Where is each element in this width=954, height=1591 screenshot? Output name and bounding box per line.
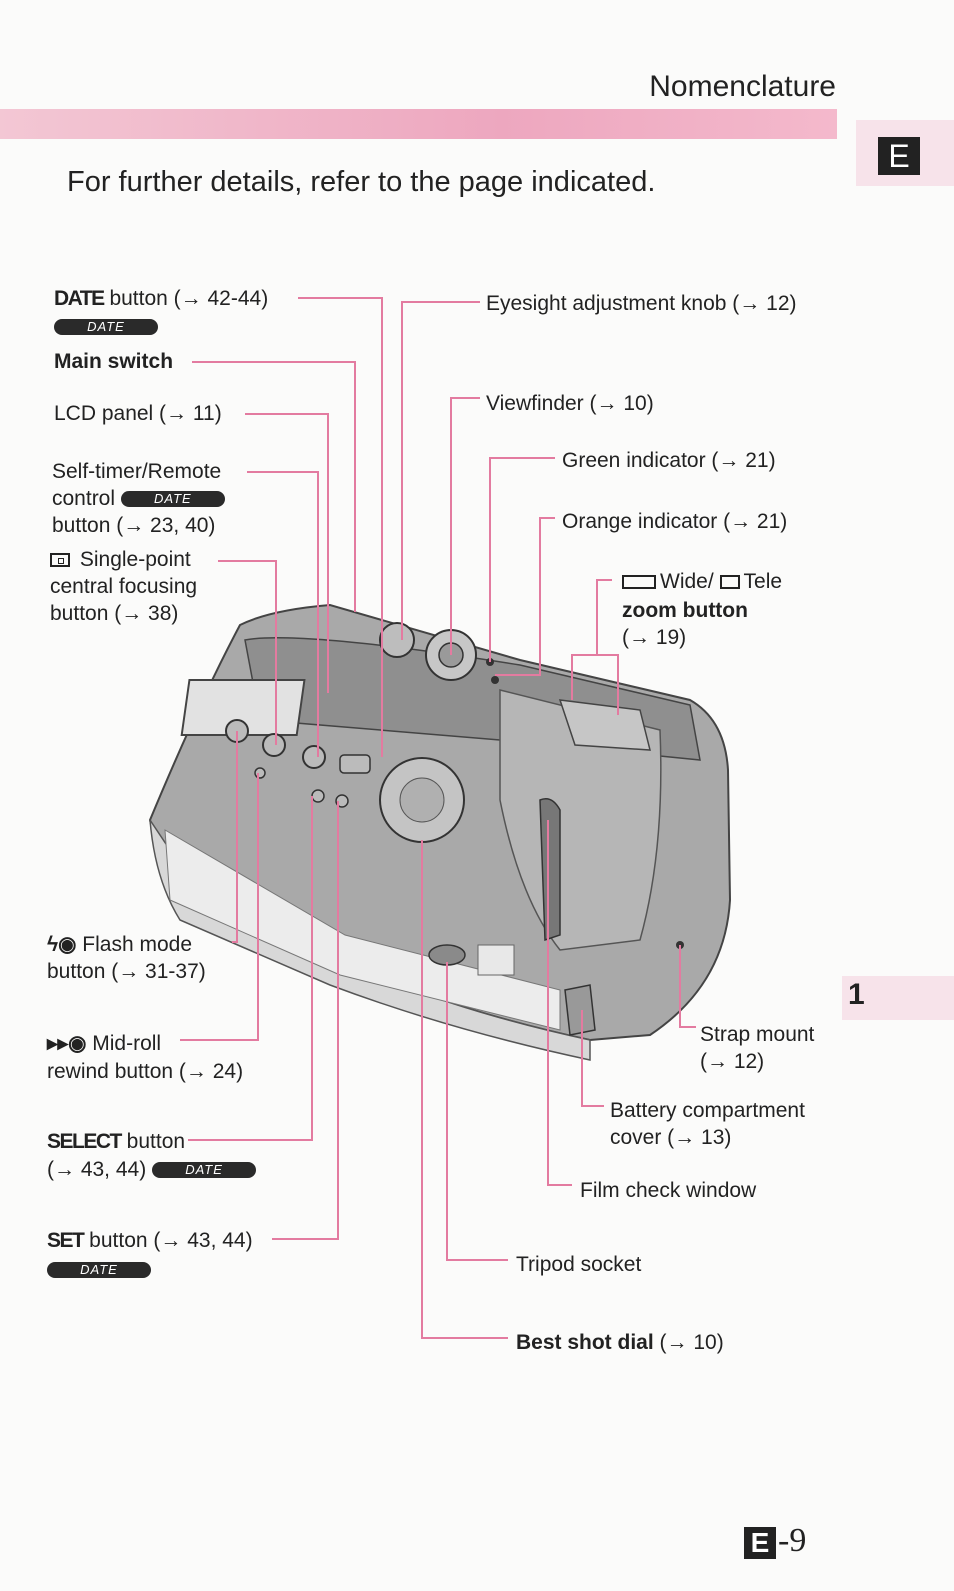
orange-indicator-label: Orange indicator (→ 21) bbox=[562, 510, 788, 533]
section-tab: E bbox=[878, 137, 920, 175]
select-button-text: button bbox=[120, 1130, 186, 1153]
single-point-line3: button (→ 38) bbox=[50, 602, 179, 625]
flash-icon: ϟ◉ bbox=[47, 933, 77, 956]
date-badge-pill: DATE bbox=[120, 491, 225, 508]
select-button-line1: SELECT button bbox=[47, 1128, 185, 1155]
battery-line2: cover (→ 13) bbox=[610, 1126, 732, 1149]
flash-mode-line1: ϟ◉ Flash mode bbox=[47, 931, 192, 958]
green-indicator-label: Green indicator (→ 21) bbox=[562, 449, 776, 472]
tele-icon bbox=[719, 575, 740, 590]
page-letter: E bbox=[744, 1527, 776, 1559]
chapter-tab bbox=[842, 976, 954, 1020]
wide-icon bbox=[622, 575, 656, 590]
page-number: -9 bbox=[778, 1522, 807, 1559]
strap-line2: (→ 12) bbox=[700, 1050, 765, 1073]
date-button-label: DATE button (→ 42-44) bbox=[54, 285, 268, 312]
film-check-label: Film check window bbox=[580, 1179, 757, 1202]
zoom-line1: Wide/ Tele bbox=[622, 568, 782, 595]
page-title: Nomenclature bbox=[649, 70, 836, 103]
select-button-line2: (→ 43, 44) DATE bbox=[47, 1156, 257, 1183]
focus-point-icon bbox=[50, 553, 70, 568]
select-button-ref: (→ 43, 44) bbox=[47, 1158, 147, 1181]
set-button-name: SET bbox=[47, 1229, 85, 1252]
date-badge-pill: DATE bbox=[54, 319, 158, 336]
intro-text: For further details, refer to the page i… bbox=[67, 166, 656, 198]
battery-line1: Battery compartment bbox=[610, 1099, 805, 1122]
single-point-line1: Single-point bbox=[50, 546, 191, 573]
eyesight-label: Eyesight adjustment knob (→ 12) bbox=[486, 292, 797, 315]
midroll-line2: rewind button (→ 24) bbox=[47, 1060, 244, 1083]
viewfinder-label: Viewfinder (→ 10) bbox=[486, 392, 654, 415]
best-shot-label: Best shot dial (→ 10) bbox=[516, 1329, 724, 1356]
set-button-line1: SET button (→ 43, 44) bbox=[47, 1227, 253, 1254]
tripod-label: Tripod socket bbox=[516, 1253, 642, 1276]
header-bar bbox=[0, 109, 837, 139]
midroll-line1: ▸▸◉ Mid-roll bbox=[47, 1030, 161, 1057]
date-badge: DATE bbox=[54, 313, 158, 340]
date-badge-pill: DATE bbox=[152, 1162, 257, 1179]
date-button-ref: button (→ 42-44) bbox=[103, 287, 269, 310]
main-switch-label: Main switch bbox=[54, 350, 174, 373]
zoom-line3: (→ 19) bbox=[622, 626, 687, 649]
single-point-line2: central focusing bbox=[50, 575, 198, 598]
self-timer-line1: Self-timer/Remote bbox=[52, 460, 222, 483]
single-point-text: Single-point bbox=[79, 548, 191, 571]
leader-lines bbox=[180, 297, 696, 1339]
wide-text: Wide/ bbox=[660, 570, 714, 593]
midroll-rewind-icon: ▸▸◉ bbox=[47, 1032, 87, 1055]
lcd-panel-label: LCD panel (→ 11) bbox=[54, 402, 222, 425]
date-button-name: DATE bbox=[54, 287, 105, 310]
tele-text: Tele bbox=[743, 570, 783, 593]
zoom-line2: zoom button bbox=[622, 599, 748, 622]
set-date-badge: DATE bbox=[47, 1256, 151, 1283]
best-shot-name: Best shot dial bbox=[516, 1331, 654, 1354]
self-timer-line3: button (→ 23, 40) bbox=[52, 514, 216, 537]
camera-illustration bbox=[148, 603, 732, 1061]
flash-mode-text: Flash mode bbox=[82, 933, 193, 956]
set-button-text: button (→ 43, 44) bbox=[83, 1229, 253, 1252]
chapter-number: 1 bbox=[848, 978, 865, 1011]
date-badge-pill: DATE bbox=[47, 1262, 151, 1279]
midroll-text: Mid-roll bbox=[92, 1032, 162, 1055]
select-button-name: SELECT bbox=[47, 1130, 122, 1153]
strap-line1: Strap mount bbox=[700, 1023, 815, 1046]
best-shot-ref: (→ 10) bbox=[653, 1331, 724, 1354]
self-timer-control: control bbox=[52, 487, 116, 510]
self-timer-line2: control DATE bbox=[52, 485, 225, 512]
flash-mode-line2: button (→ 31-37) bbox=[47, 960, 206, 983]
